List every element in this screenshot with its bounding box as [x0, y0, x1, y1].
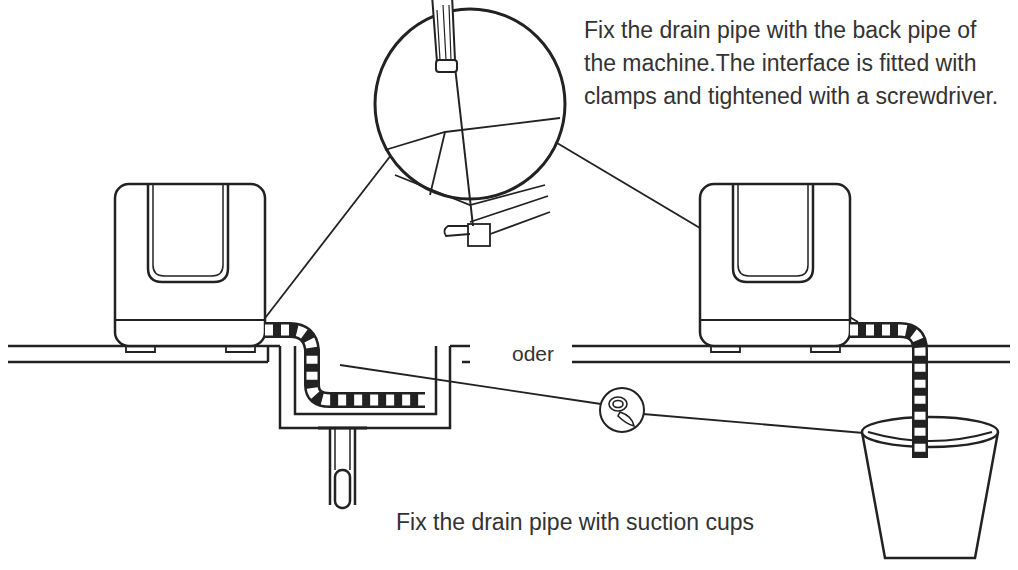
instruction-note: Fix the drain pipe with the back pipe of…	[584, 14, 1012, 113]
alternative-word: oder	[508, 342, 558, 366]
instruction-note: Fix the drain pipe with suction cups	[396, 508, 754, 536]
